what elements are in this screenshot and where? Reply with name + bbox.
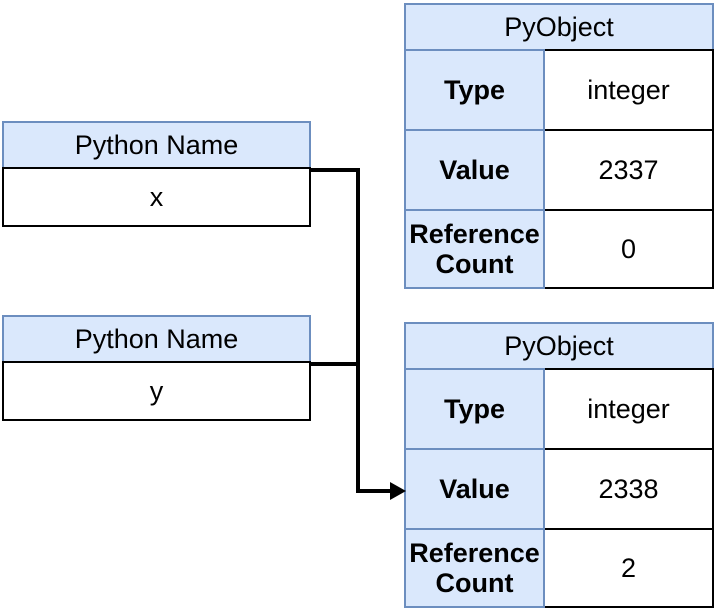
pyobject-row-refcount: Reference Count 0 bbox=[404, 209, 714, 289]
pyobject-row-refcount: Reference Count 2 bbox=[404, 528, 714, 608]
pyobject-title: PyObject bbox=[404, 322, 714, 368]
name-box-x: Python Name x bbox=[2, 121, 311, 227]
pyobject-row-value: Value 2338 bbox=[404, 448, 714, 528]
pyobject-title: PyObject bbox=[404, 3, 714, 49]
pyobject-row-type: Type integer bbox=[404, 49, 714, 129]
pyobject-table-2338: PyObject Type integer Value 2338 Referen… bbox=[404, 322, 714, 608]
pyobject-row-type: Type integer bbox=[404, 368, 714, 448]
row-value: integer bbox=[545, 49, 714, 129]
python-name-value-y: y bbox=[2, 361, 311, 421]
row-value: 0 bbox=[545, 209, 714, 289]
name-box-y: Python Name y bbox=[2, 315, 311, 421]
python-name-value-x: x bbox=[2, 167, 311, 227]
connector-x-to-object bbox=[311, 168, 392, 493]
python-name-header: Python Name bbox=[2, 315, 311, 361]
row-value: 2337 bbox=[545, 129, 714, 209]
pyobject-table-2337: PyObject Type integer Value 2337 Referen… bbox=[404, 3, 714, 289]
row-label: Reference Count bbox=[404, 209, 545, 289]
row-label: Reference Count bbox=[404, 528, 545, 608]
row-value: 2 bbox=[545, 528, 714, 608]
row-label: Type bbox=[404, 368, 545, 448]
python-name-header: Python Name bbox=[2, 121, 311, 167]
row-label: Value bbox=[404, 129, 545, 209]
row-label: Value bbox=[404, 448, 545, 528]
row-value: 2338 bbox=[545, 448, 714, 528]
row-value: integer bbox=[545, 368, 714, 448]
row-label: Type bbox=[404, 49, 545, 129]
pyobject-row-value: Value 2337 bbox=[404, 129, 714, 209]
